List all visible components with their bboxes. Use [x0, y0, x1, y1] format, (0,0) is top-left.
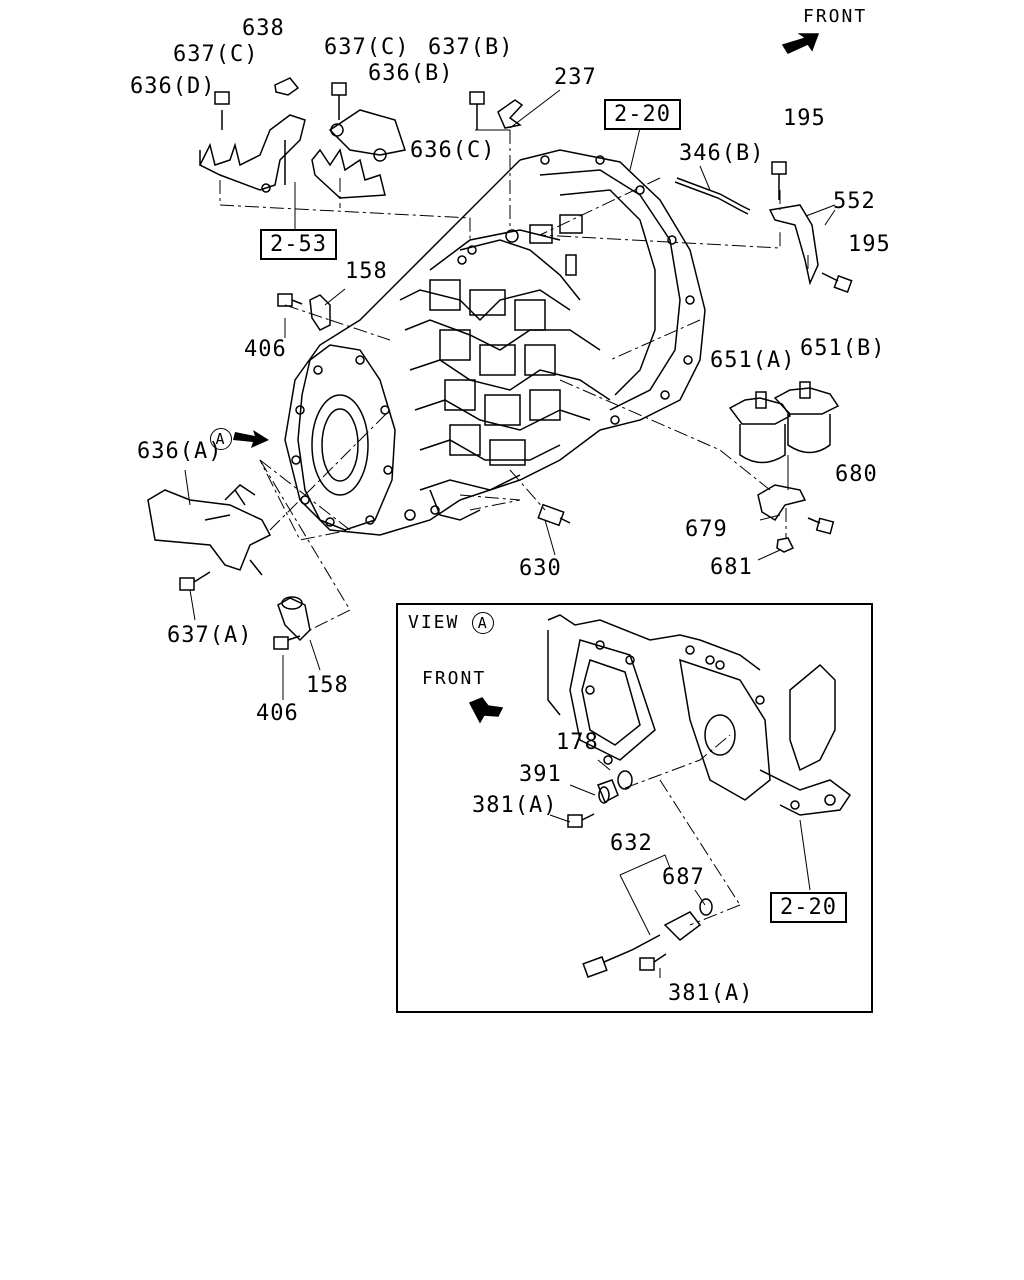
part-label-391: 391 — [519, 762, 562, 787]
part-label-237: 237 — [554, 65, 597, 90]
part-label-158-1: 158 — [345, 259, 388, 284]
bracket-679 — [757, 484, 835, 553]
bracket-636b — [311, 82, 406, 199]
part-label-552: 552 — [833, 189, 876, 214]
part-label-638: 638 — [242, 16, 285, 41]
bracket-636d — [198, 77, 306, 193]
sensor-630 — [537, 503, 571, 527]
part-label-636c: 636(C) — [410, 138, 496, 163]
front-arrow-icon — [781, 33, 820, 54]
clip-158-top — [277, 293, 331, 331]
bracket-636a — [147, 484, 272, 591]
transmission-case — [284, 149, 706, 536]
part-label-651b: 651(B) — [800, 336, 886, 361]
part-label-681: 681 — [710, 555, 753, 580]
part-label-346b: 346(B) — [679, 141, 765, 166]
part-label-687: 687 — [662, 865, 705, 890]
part-label-637a: 637(A) — [167, 623, 253, 648]
part-label-651a: 651(A) — [710, 348, 796, 373]
view-title-text: VIEW — [408, 612, 460, 633]
view-marker-icon: A — [210, 428, 232, 450]
part-label-637c-2: 637(C) — [324, 35, 410, 60]
part-label-636b: 636(B) — [368, 61, 454, 86]
part-label-680: 680 — [835, 462, 878, 487]
part-label-381a-1: 381(A) — [472, 793, 558, 818]
ref-box-2-20-top: 2-20 — [604, 99, 681, 131]
clip-158-bottom — [273, 596, 311, 650]
view-a-callout: A — [210, 428, 232, 450]
part-label-636a: 636(A) — [137, 439, 223, 464]
front-label-inset: FRONT — [422, 668, 487, 689]
part-label-637c-1: 637(C) — [173, 42, 259, 67]
part-label-632: 632 — [610, 831, 653, 856]
view-title: VIEW A — [408, 612, 495, 634]
view-marker-icon: A — [472, 612, 495, 634]
bracket-237 — [469, 91, 524, 130]
rod-346b — [674, 161, 853, 293]
part-label-158-2: 158 — [306, 673, 349, 698]
front-label: FRONT — [803, 6, 868, 27]
part-label-630: 630 — [519, 556, 562, 581]
part-label-178: 178 — [556, 730, 599, 755]
part-label-406-1: 406 — [244, 337, 287, 362]
leader-lines — [184, 89, 836, 700]
view-arrow-icon — [233, 430, 269, 448]
part-label-195-1: 195 — [783, 106, 826, 131]
part-label-195-2: 195 — [848, 232, 891, 257]
view-a-inset — [396, 603, 873, 1013]
ref-box-2-53: 2-53 — [260, 229, 337, 261]
mount-651a — [728, 391, 792, 464]
part-label-637b: 637(B) — [428, 35, 514, 60]
part-label-679: 679 — [685, 517, 728, 542]
ref-box-2-20-inset: 2-20 — [770, 892, 847, 924]
part-label-636d: 636(D) — [130, 74, 216, 99]
mount-651b — [773, 381, 840, 454]
part-label-381a-2: 381(A) — [668, 981, 754, 1006]
part-label-406-2: 406 — [256, 701, 299, 726]
